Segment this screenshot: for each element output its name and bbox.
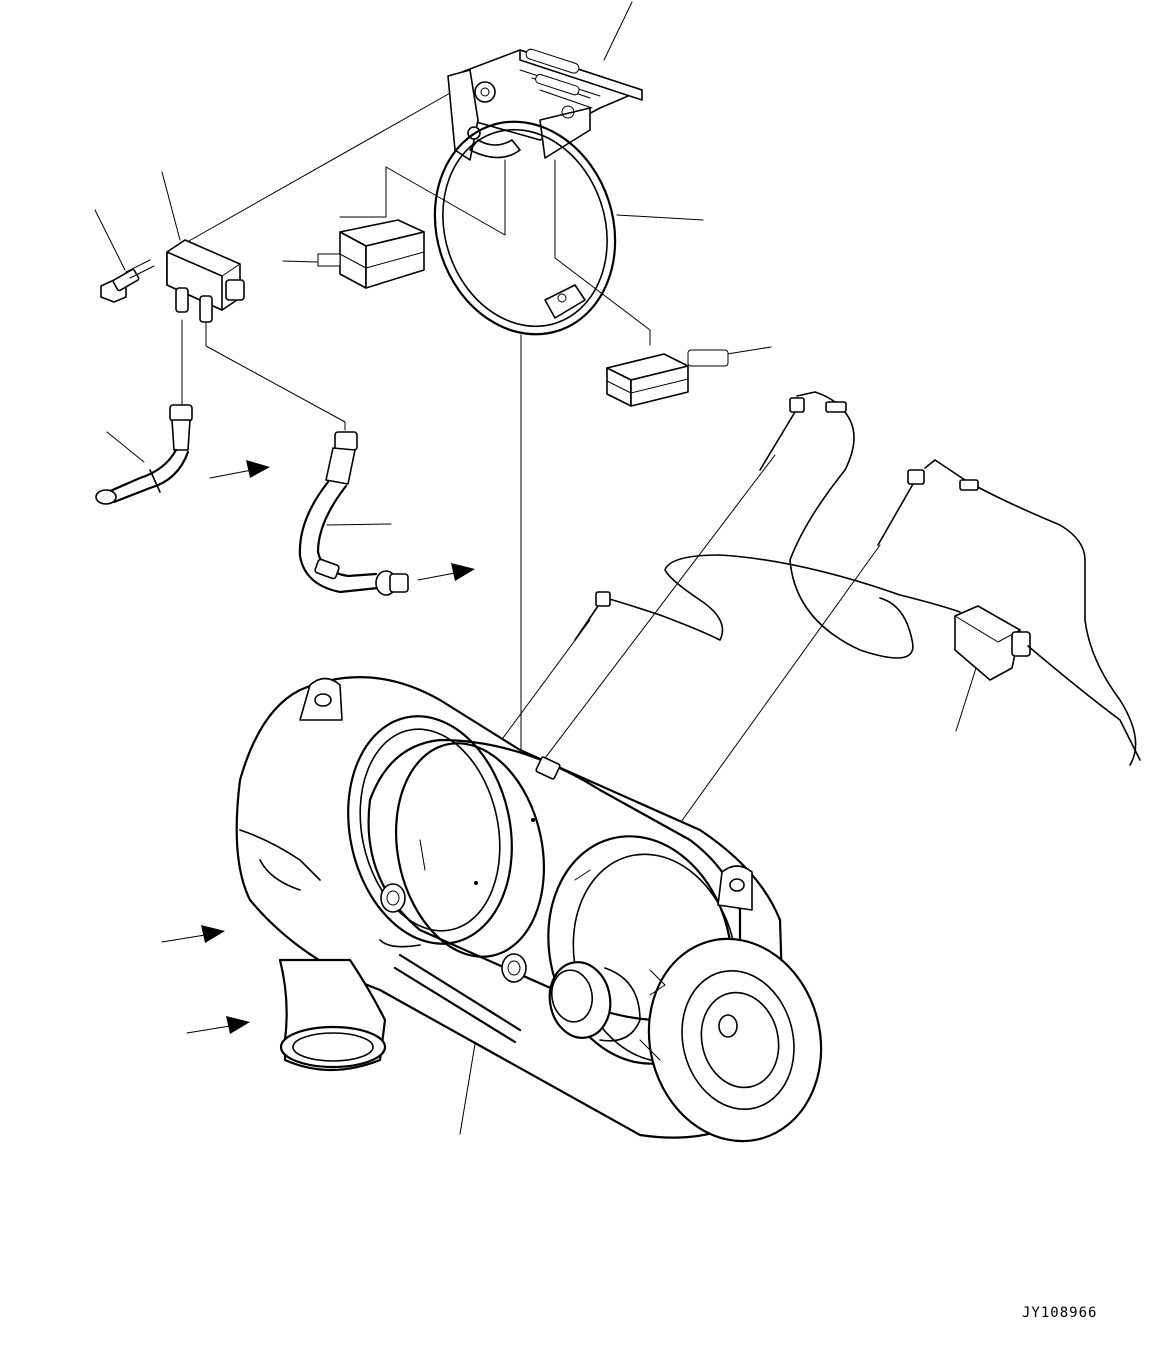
temperature-sensor-3 — [574, 554, 901, 641]
wire-tag-right — [606, 349, 729, 407]
temperature-sensor-2 — [877, 459, 1137, 766]
wire-tag-left — [317, 219, 425, 289]
flow-arrows — [161, 460, 475, 1034]
hose-middle — [298, 431, 409, 596]
pressure-sensor — [166, 239, 245, 323]
sensor-harness-connector — [899, 594, 1141, 761]
clamp-band — [433, 120, 617, 336]
muffler-assembly — [235, 676, 823, 1143]
hose-left — [95, 404, 193, 505]
sensor-bolt — [100, 259, 155, 303]
temperature-sensor-1 — [759, 391, 914, 659]
mounting-bracket — [447, 48, 643, 161]
drawing-number: JY108966 — [1022, 1305, 1098, 1321]
